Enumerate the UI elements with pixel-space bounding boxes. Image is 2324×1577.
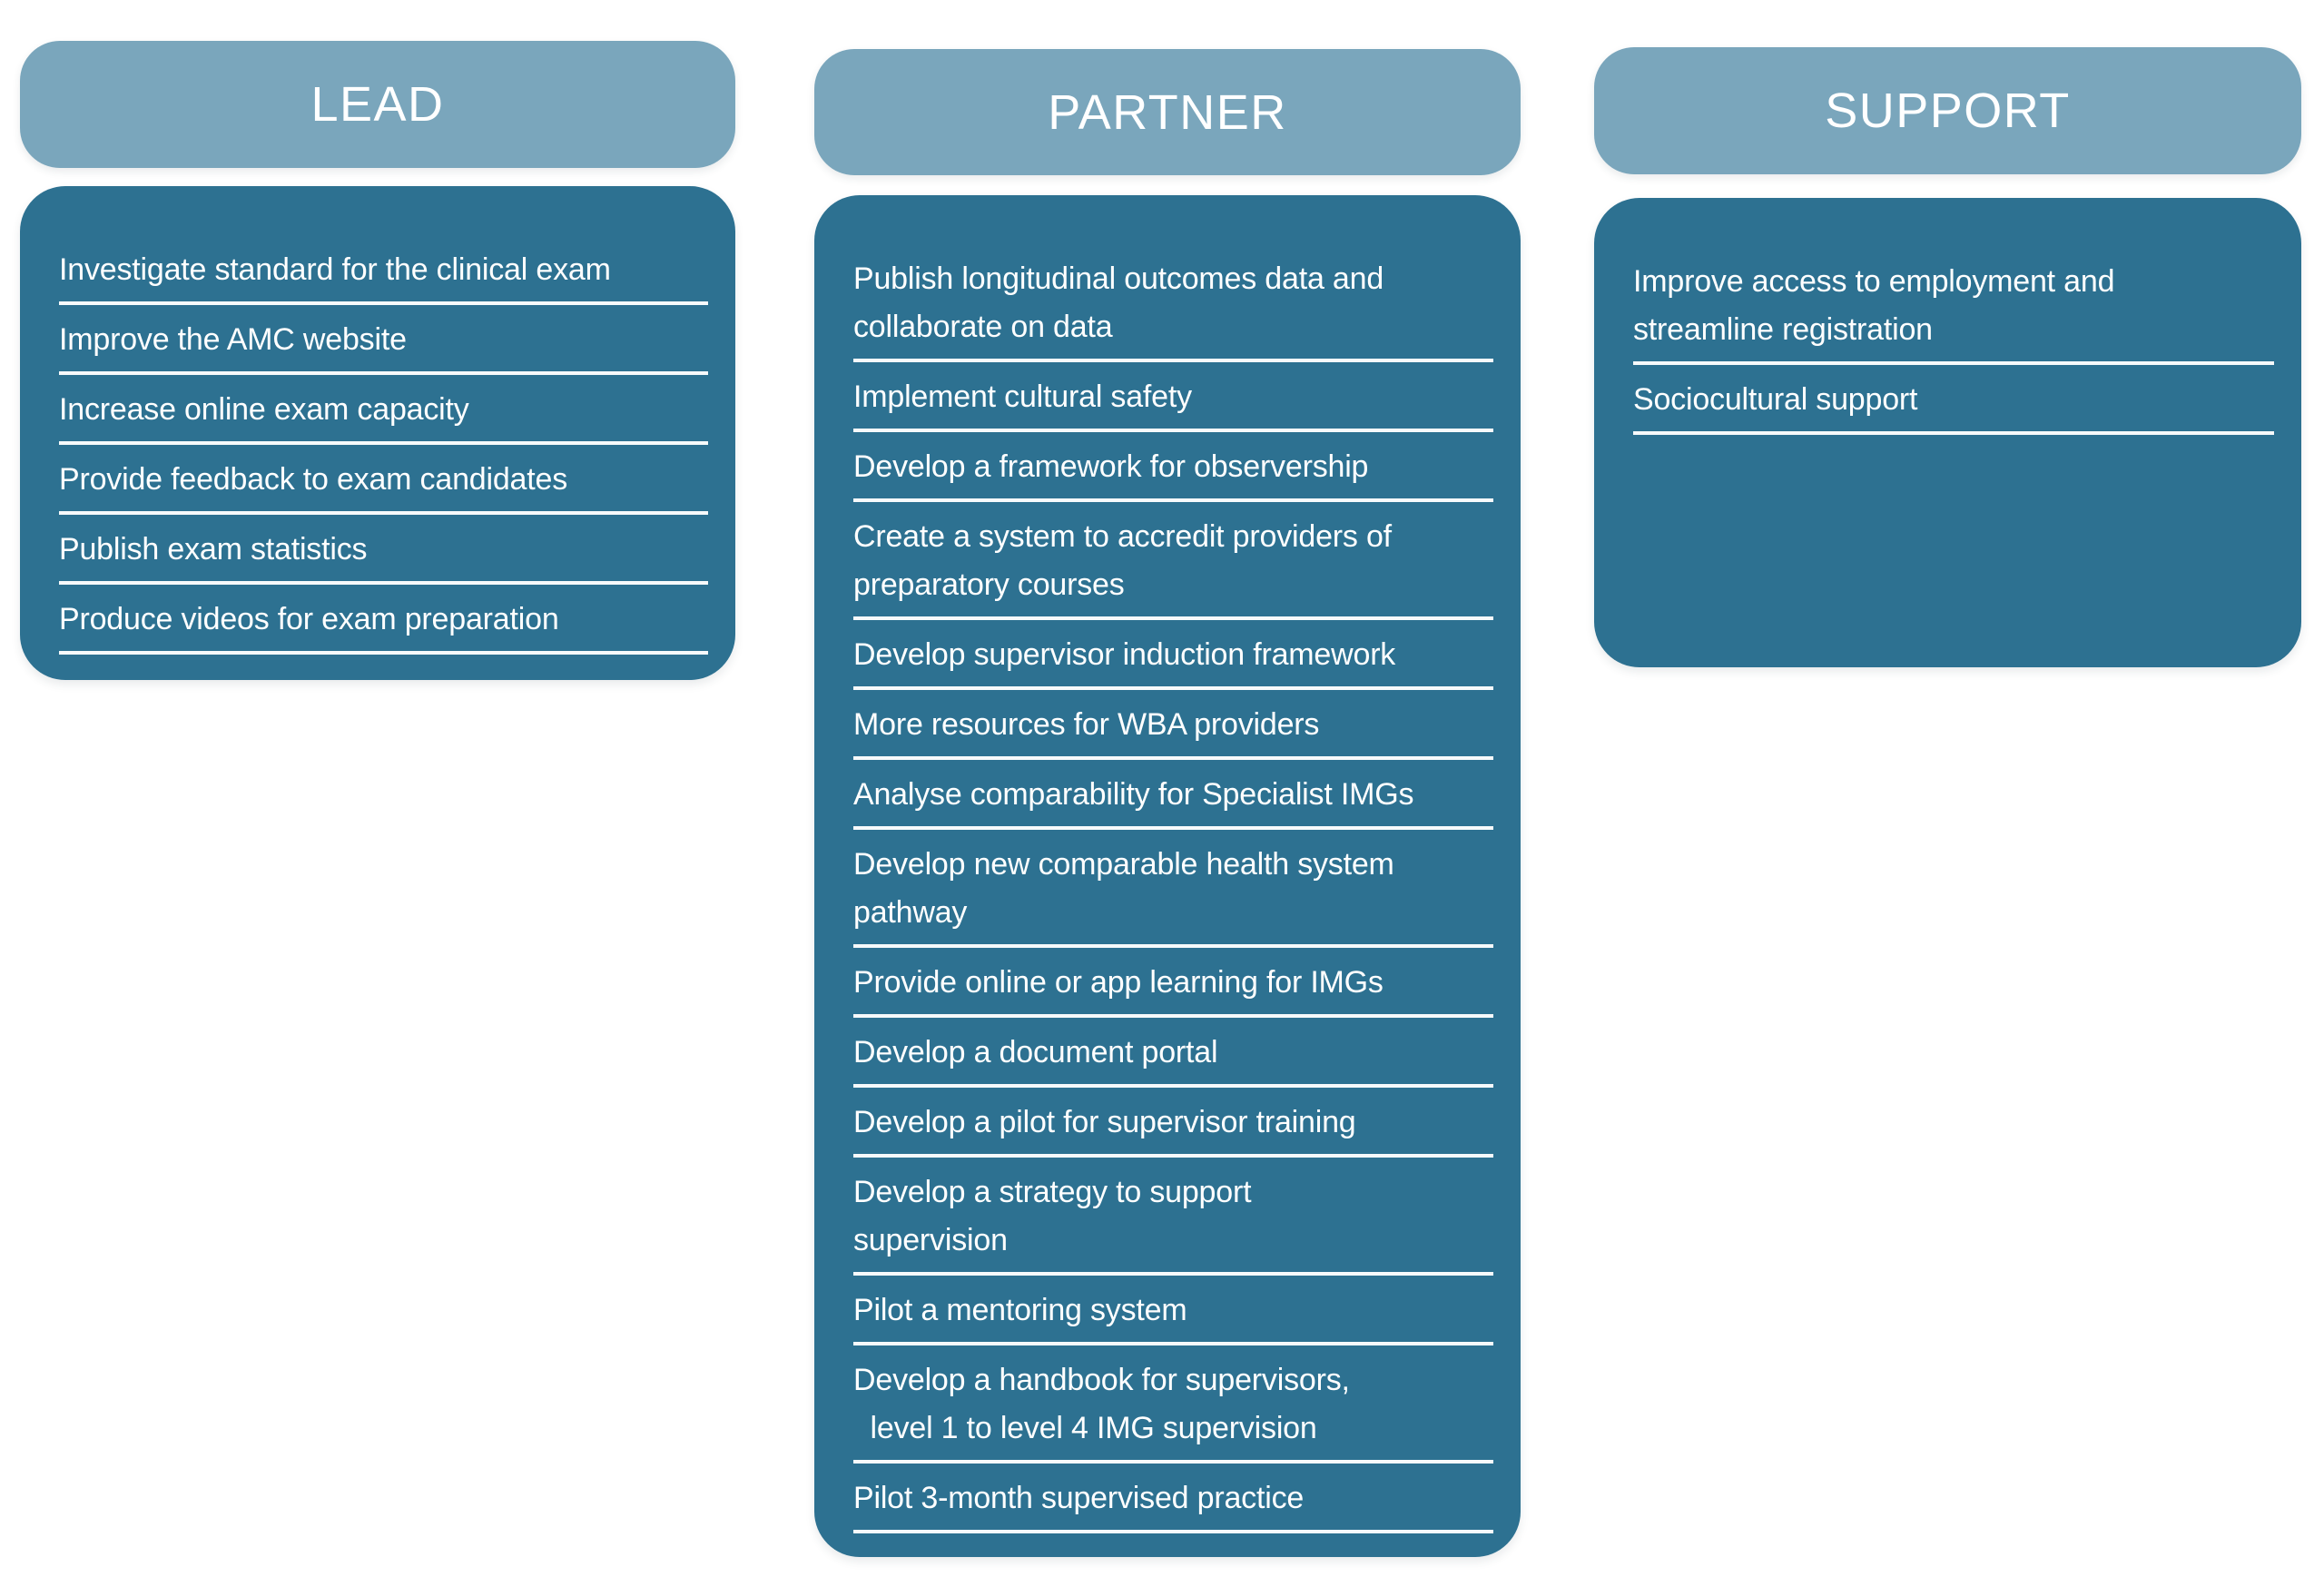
action-item: Develop a document portal (853, 1029, 1493, 1088)
action-item: Produce videos for exam preparation (59, 596, 708, 655)
partner-column: PARTNER Publish longitudinal outcomes da… (814, 0, 1521, 1557)
action-item-label: Develop a pilot for supervisor training (853, 1105, 1356, 1139)
item-divider (853, 1014, 1493, 1018)
action-item-label: More resources for WBA providers (853, 707, 1320, 742)
action-item-label: Develop a strategy to support supervisio… (853, 1175, 1252, 1257)
item-divider (853, 1272, 1493, 1276)
action-item: Improve the AMC website (59, 316, 708, 375)
action-item-label: Provide online or app learning for IMGs (853, 965, 1384, 1000)
item-divider (853, 616, 1493, 620)
column-title-partner: PARTNER (1048, 84, 1287, 140)
action-item: Develop a handbook for supervisors, leve… (853, 1356, 1493, 1464)
action-item: Improve access to employment and streaml… (1633, 258, 2274, 365)
support-column: SUPPORT Improve access to employment and… (1594, 0, 2301, 667)
item-divider (853, 826, 1493, 830)
action-item-label: Increase online exam capacity (59, 392, 469, 427)
action-item-label: Provide feedback to exam candidates (59, 462, 568, 497)
action-item: Implement cultural safety (853, 373, 1493, 432)
item-divider (853, 756, 1493, 760)
item-divider (853, 429, 1493, 432)
column-header-lead: LEAD (20, 41, 735, 168)
action-item-label: Develop a framework for observership (853, 449, 1369, 484)
item-divider (59, 371, 708, 375)
item-divider (853, 1530, 1493, 1533)
item-divider (59, 581, 708, 585)
action-item-label: Create a system to accredit providers of… (853, 519, 1392, 602)
item-divider (853, 498, 1493, 502)
item-divider (853, 359, 1493, 362)
action-item: More resources for WBA providers (853, 701, 1493, 760)
column-title-support: SUPPORT (1825, 84, 2071, 138)
action-item: Provide feedback to exam candidates (59, 456, 708, 515)
column-header-partner: PARTNER (814, 49, 1521, 175)
action-item-label: Investigate standard for the clinical ex… (59, 252, 611, 287)
action-item-label: Analyse comparability for Specialist IMG… (853, 777, 1414, 812)
column-header-support: SUPPORT (1594, 47, 2301, 174)
action-item-label: Develop supervisor induction framework (853, 637, 1396, 672)
action-item-label: Develop new comparable health system pat… (853, 847, 1394, 930)
action-item: Develop a strategy to support supervisio… (853, 1168, 1493, 1276)
action-item-label: Publish longitudinal outcomes data and c… (853, 261, 1384, 344)
column-title-lead: LEAD (310, 77, 445, 132)
item-divider (853, 1154, 1493, 1158)
item-divider (59, 651, 708, 655)
item-divider (1633, 431, 2274, 435)
action-item: Increase online exam capacity (59, 386, 708, 445)
action-item: Publish longitudinal outcomes data and c… (853, 255, 1493, 362)
action-item: Create a system to accredit providers of… (853, 513, 1493, 620)
item-divider (59, 301, 708, 305)
item-divider (853, 944, 1493, 948)
action-item-label: Improve the AMC website (59, 322, 407, 357)
action-item: Develop new comparable health system pat… (853, 841, 1493, 948)
item-divider (853, 1342, 1493, 1345)
action-item: Pilot a mentoring system (853, 1286, 1493, 1345)
column-body-lead: Investigate standard for the clinical ex… (20, 186, 735, 680)
action-item: Develop supervisor induction framework (853, 631, 1493, 690)
action-item-label: Implement cultural safety (853, 379, 1192, 414)
action-item-label: Improve access to employment and streaml… (1633, 264, 2115, 347)
action-item: Provide online or app learning for IMGs (853, 959, 1493, 1018)
item-divider (853, 686, 1493, 690)
action-item-label: Develop a handbook for supervisors, leve… (853, 1363, 1350, 1445)
item-divider (853, 1084, 1493, 1088)
item-divider (853, 1460, 1493, 1464)
column-body-support: Improve access to employment and streaml… (1594, 198, 2301, 667)
column-body-partner: Publish longitudinal outcomes data and c… (814, 195, 1521, 1557)
action-item-label: Publish exam statistics (59, 532, 368, 567)
action-item: Publish exam statistics (59, 526, 708, 585)
action-item-label: Pilot a mentoring system (853, 1293, 1187, 1327)
item-divider (1633, 361, 2274, 365)
action-item-label: Pilot 3-month supervised practice (853, 1481, 1305, 1515)
action-item-label: Develop a document portal (853, 1035, 1218, 1069)
action-item-label: Produce videos for exam preparation (59, 602, 559, 636)
item-divider (59, 441, 708, 445)
action-item: Investigate standard for the clinical ex… (59, 246, 708, 305)
action-item: Analyse comparability for Specialist IMG… (853, 771, 1493, 830)
lead-column: LEAD Investigate standard for the clinic… (20, 0, 735, 680)
action-item: Develop a pilot for supervisor training (853, 1099, 1493, 1158)
action-item-label: Sociocultural support (1633, 382, 1918, 417)
action-item: Sociocultural support (1633, 376, 2274, 435)
action-item: Pilot 3-month supervised practice (853, 1474, 1493, 1533)
action-item: Develop a framework for observership (853, 443, 1493, 502)
item-divider (59, 511, 708, 515)
